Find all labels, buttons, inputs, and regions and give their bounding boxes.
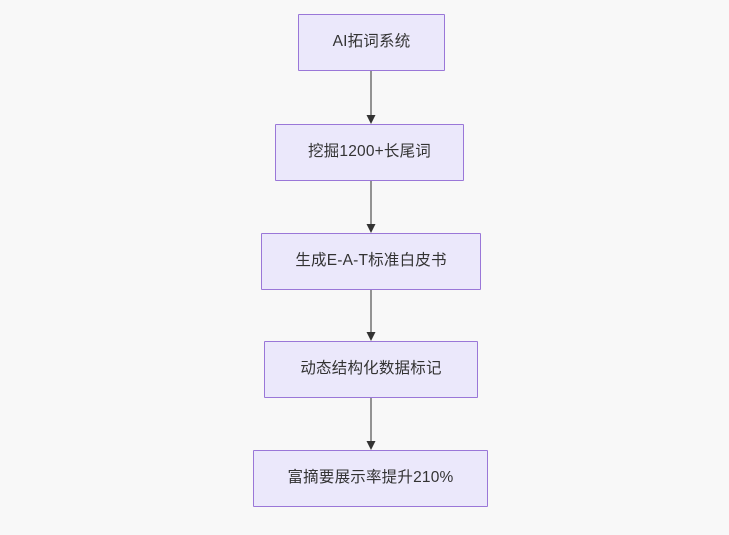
arrowhead-icon: [366, 115, 376, 124]
generate-eat-whitepaper[interactable]: 生成E-A-T标准白皮书: [261, 233, 481, 290]
dynamic-structured-data-markup[interactable]: 动态结构化数据标记: [264, 341, 478, 398]
edge-node1-to-node2: [366, 71, 376, 124]
node-label: 富摘要展示率提升210%: [287, 469, 454, 487]
edge-node3-to-node4: [366, 290, 376, 341]
node-label: AI拓词系统: [332, 33, 411, 51]
arrowhead-icon: [366, 441, 376, 450]
node-label: 生成E-A-T标准白皮书: [295, 252, 447, 270]
rich-snippet-impression-uplift[interactable]: 富摘要展示率提升210%: [253, 450, 488, 507]
node-label: 动态结构化数据标记: [300, 360, 442, 378]
ai-keyword-expansion-system[interactable]: AI拓词系统: [298, 14, 445, 71]
arrowhead-icon: [366, 332, 376, 341]
mine-long-tail-keywords[interactable]: 挖掘1200+长尾词: [275, 124, 464, 181]
arrowhead-icon: [366, 224, 376, 233]
node-label: 挖掘1200+长尾词: [307, 143, 432, 161]
edge-node4-to-node5: [366, 398, 376, 450]
edge-node2-to-node3: [366, 181, 376, 233]
